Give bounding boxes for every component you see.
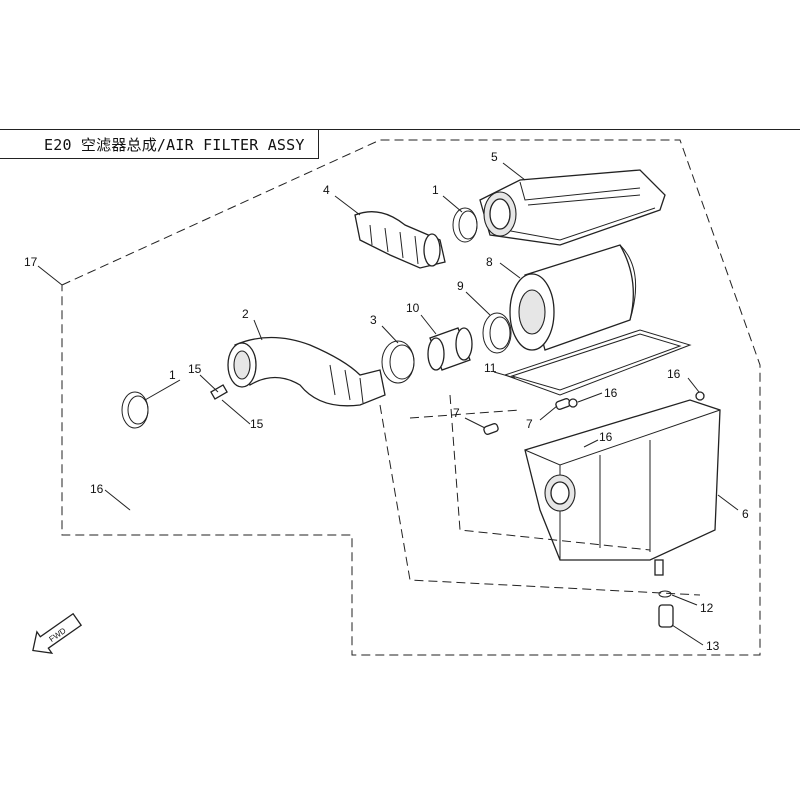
connector-tube-part	[427, 327, 473, 371]
filter-cover-part	[479, 169, 666, 246]
drain-hose-part	[129, 394, 221, 511]
callout-16: 16	[604, 386, 618, 400]
gasket-part	[503, 329, 692, 396]
intake-duct-part	[227, 336, 386, 407]
callout-15: 16	[90, 482, 104, 496]
callout-1: 1	[169, 368, 176, 382]
header-rule	[0, 129, 800, 130]
callout-10: 10	[406, 301, 420, 315]
assembly-guide-line	[379, 394, 701, 596]
forward-arrow-icon: FWD	[32, 612, 83, 654]
callout-3: 3	[370, 313, 377, 327]
callout-15: 15	[188, 362, 202, 376]
drain-cap-part	[658, 590, 674, 628]
callout-11: 11	[484, 361, 497, 375]
callout-16: 16	[667, 367, 681, 381]
callout-7: 7	[453, 406, 460, 420]
callout-12: 12	[700, 601, 714, 615]
callout-2: 2	[242, 307, 249, 321]
page-title: E20 空滤器总成/AIR FILTER ASSY	[44, 136, 305, 154]
hose-clamp-left-part	[121, 391, 149, 429]
leader-lines	[37, 162, 739, 646]
callout-8: 8	[486, 255, 493, 269]
title-box: E20 空滤器总成/AIR FILTER ASSY	[0, 129, 319, 159]
callout-5: 5	[491, 150, 498, 164]
air-box-part	[524, 399, 721, 576]
callout-9: 9	[457, 279, 464, 293]
callout-6: 6	[742, 507, 749, 521]
callout-7: 7	[526, 417, 533, 431]
callout-13: 13	[706, 639, 720, 653]
callout-16: 16	[599, 430, 613, 444]
hose-clamp-9-part	[482, 312, 512, 354]
callout-4: 4	[323, 183, 330, 197]
hose-clamp-upper-part	[452, 207, 478, 243]
hose-clamp-3-part	[381, 340, 415, 384]
intake-boot-part	[354, 211, 446, 269]
filter-element-part	[509, 244, 637, 351]
assembly-boundary	[61, 139, 761, 656]
callout-17: 17	[24, 255, 38, 269]
callout-14: 15	[250, 417, 264, 431]
callout-1: 1	[432, 183, 439, 197]
